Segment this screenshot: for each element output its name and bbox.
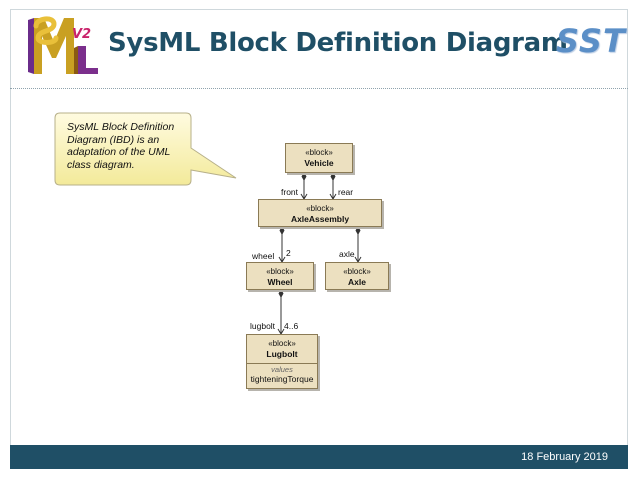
slide-frame <box>10 9 628 469</box>
page-title: SysML Block Definition Diagram <box>108 28 568 58</box>
block-wheel[interactable]: «block» Wheel <box>246 262 314 290</box>
block-vehicle[interactable]: «block» Vehicle <box>285 143 353 173</box>
block-name: Lugbolt <box>266 349 298 359</box>
block-stereotype: «block» <box>306 204 334 213</box>
block-stereotype: «block» <box>305 148 333 157</box>
multiplicity-wheel: 2 <box>286 248 291 258</box>
composition-diamond-lugbolt <box>278 289 284 298</box>
block-stereotype: «block» <box>268 339 296 348</box>
block-stereotype: «block» <box>266 267 294 276</box>
block-stereotype: «block» <box>343 267 371 276</box>
role-label-wheel: wheel <box>252 251 275 261</box>
footer-bar: 18 February 2019 <box>10 445 628 469</box>
role-label-axle: axle <box>339 249 355 259</box>
header-divider <box>10 88 628 89</box>
svg-text:V2: V2 <box>72 27 91 42</box>
block-name: AxleAssembly <box>290 214 350 224</box>
value-property: tighteningTorque <box>250 374 314 384</box>
composition-diamond-front <box>301 172 307 181</box>
compartment-title: values <box>271 365 293 374</box>
brand-logo-text: SST <box>556 22 626 60</box>
values-compartment: values tighteningTorque <box>247 363 317 385</box>
composition-diamond-wheel <box>279 226 285 235</box>
callout-text: SysML Block Definition Diagram (IBD) is … <box>67 121 175 171</box>
block-name: Vehicle <box>304 158 334 168</box>
block-axle[interactable]: «block» Axle <box>325 262 389 290</box>
block-lugbolt[interactable]: «block» Lugbolt values tighteningTorque <box>246 334 318 389</box>
composition-diamond-rear <box>330 172 336 181</box>
multiplicity-lugbolt: 4..6 <box>284 321 299 331</box>
composition-diamond-axle <box>355 226 361 235</box>
callout-bubble <box>54 112 237 186</box>
role-label-front: front <box>281 187 299 197</box>
block-axleassembly[interactable]: «block» AxleAssembly <box>258 199 382 227</box>
footer-date: 18 February 2019 <box>521 451 608 463</box>
sysml-v2-logo: V2 <box>28 16 98 74</box>
role-label-rear: rear <box>338 187 354 197</box>
role-label-lugbolt: lugbolt <box>250 321 276 331</box>
block-name: Axle <box>348 277 366 287</box>
block-name: Wheel <box>267 277 293 287</box>
